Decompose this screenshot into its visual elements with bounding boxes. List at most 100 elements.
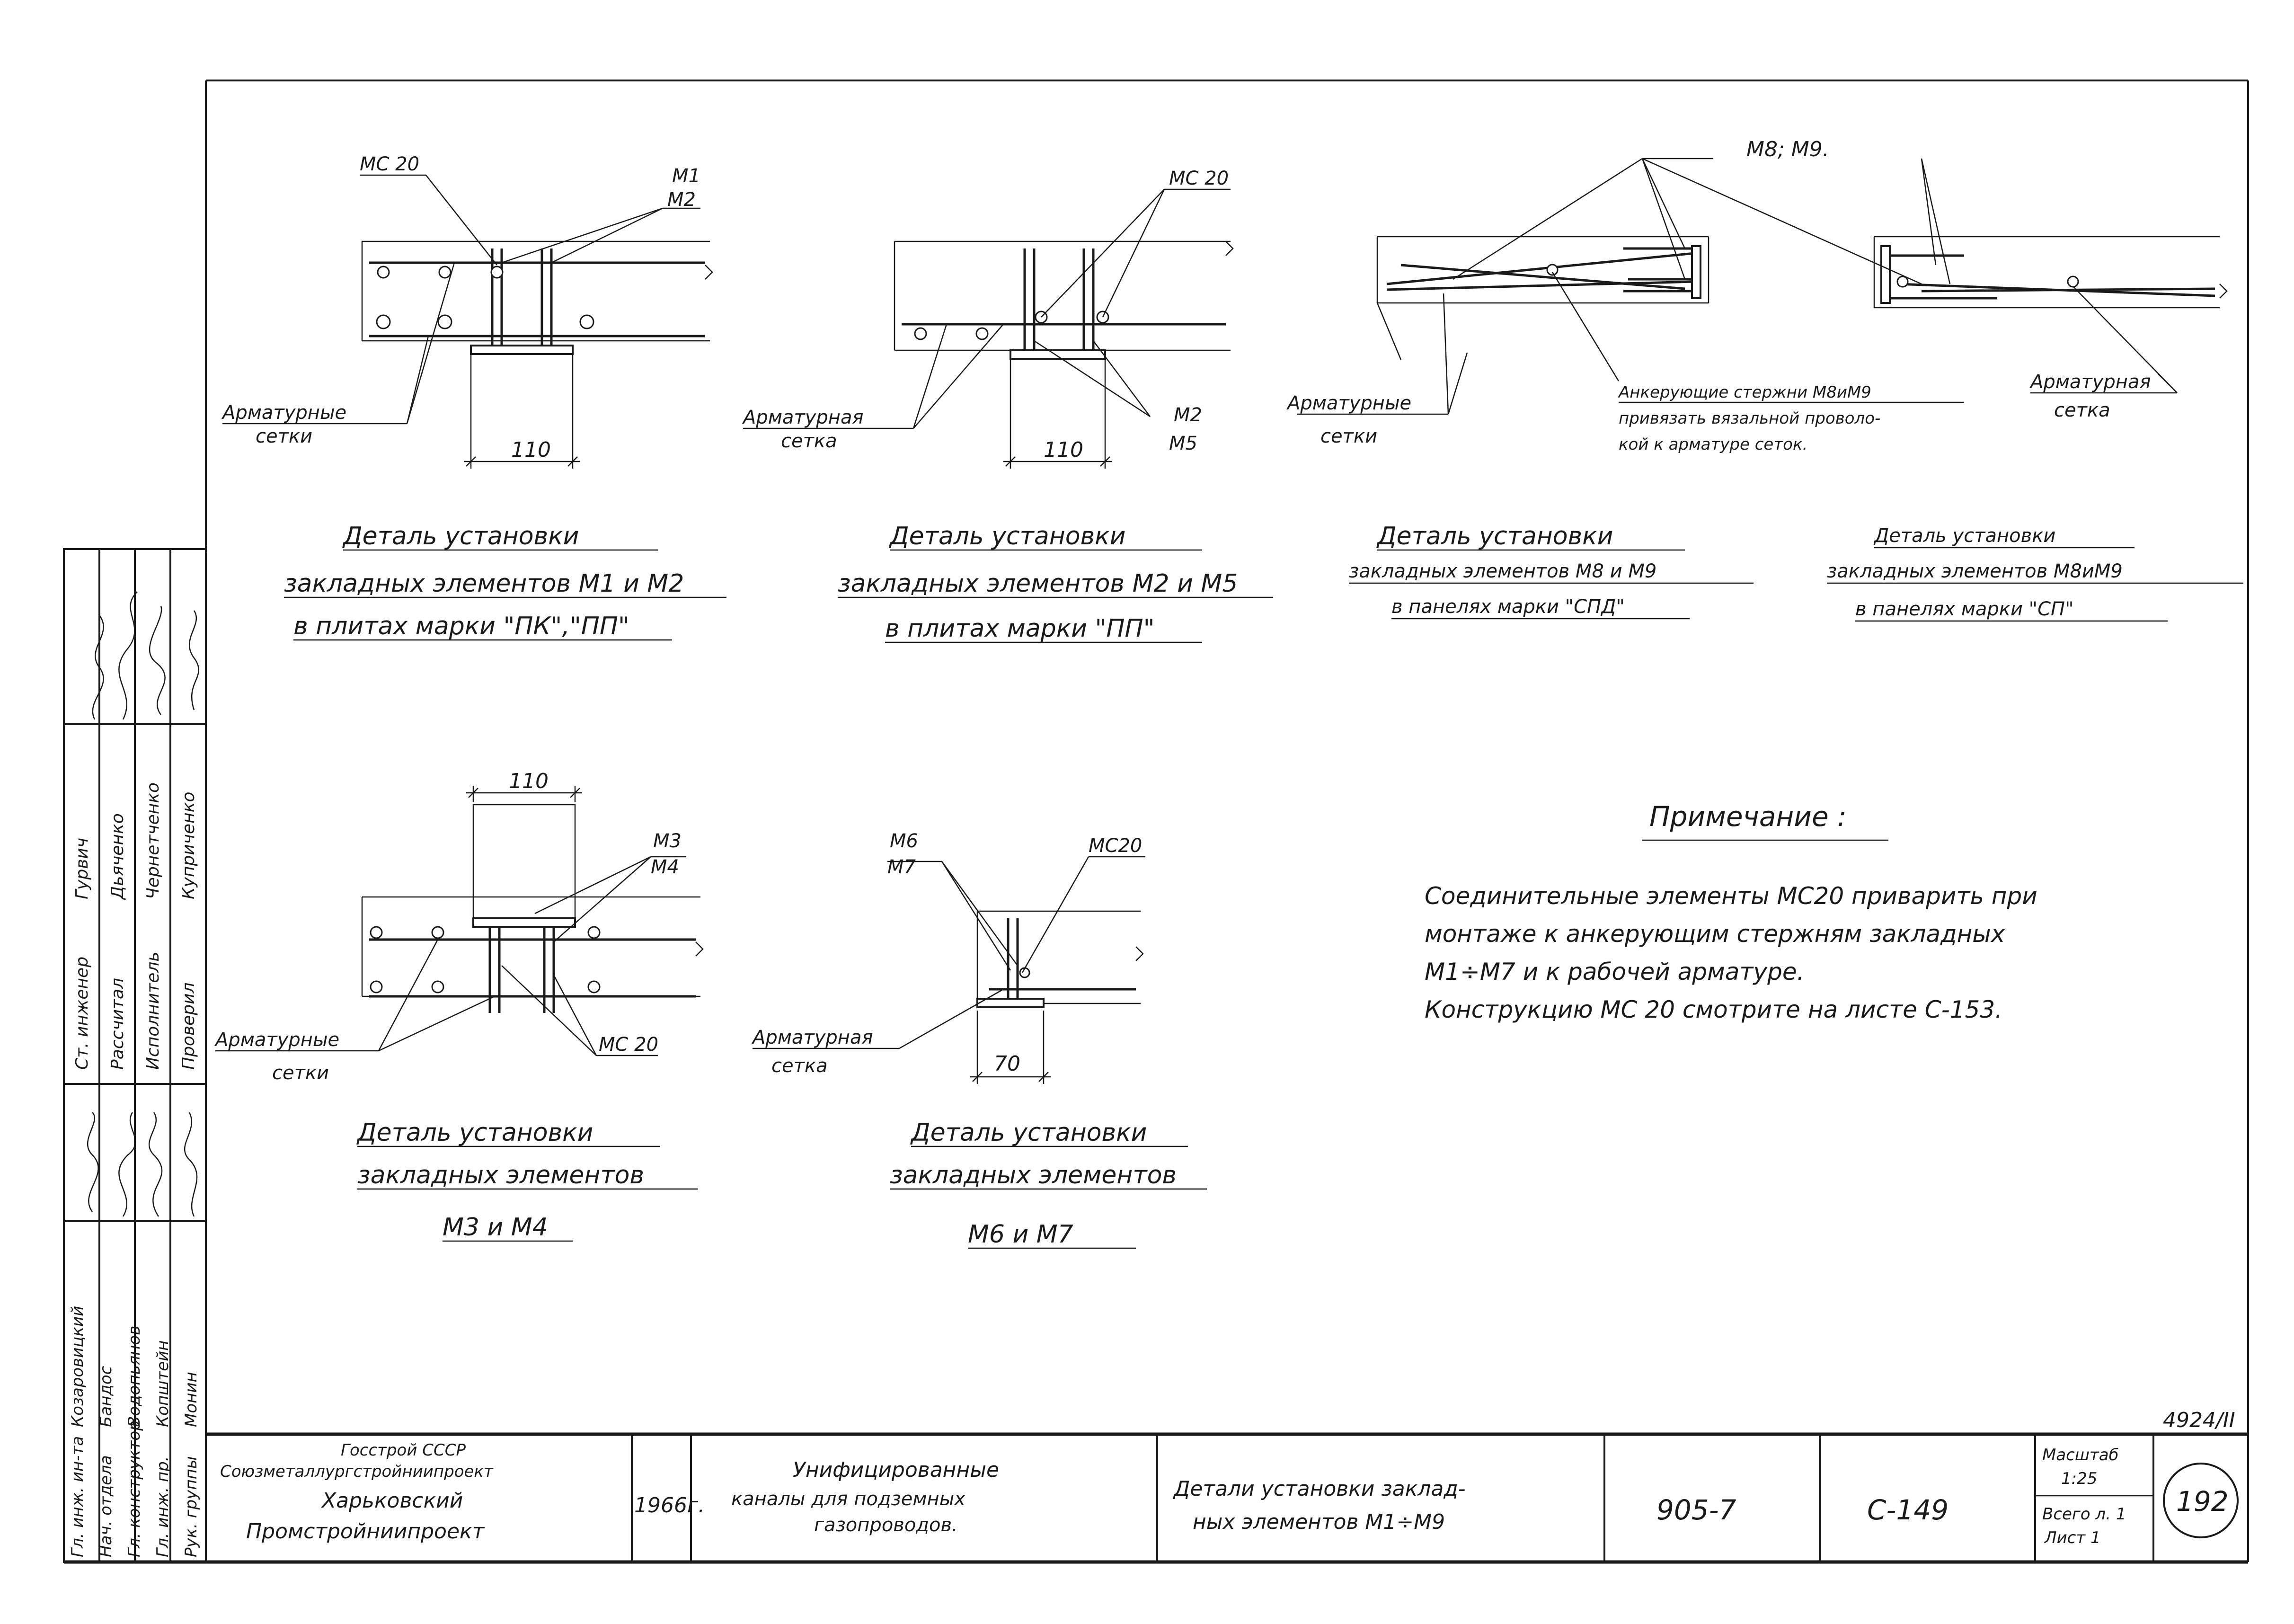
org-2: Союзметаллургстройниипроект <box>220 1462 494 1481</box>
name-4: Куприченко <box>179 792 198 899</box>
d6-caption-1: Деталь установки <box>910 1118 1147 1147</box>
name2-2: Бандос <box>97 1366 115 1427</box>
name-2: Дьяченко <box>108 813 127 900</box>
d2-label-m-top: М2 <box>1174 404 1202 426</box>
d1-caption-3: в плитах марки "ПК","ПП" <box>293 612 629 640</box>
d4-rebar-2: сетка <box>2054 399 2110 421</box>
sheet-label: Лист 1 <box>2044 1528 2101 1547</box>
role2-1: Гл. инж. ин-та <box>68 1436 87 1557</box>
d5-caption-2: закладных элементов <box>357 1161 644 1189</box>
org-3: Харьковский <box>321 1489 463 1513</box>
org-4: Промстройниипроект <box>246 1519 485 1544</box>
d3-rebar-2: сетки <box>1320 426 1377 447</box>
title-block: Госстрой СССР Союзметаллургстройниипроек… <box>206 1408 2248 1562</box>
d5-dim: 110 <box>509 769 549 793</box>
d5-label-m-bot: М4 <box>651 856 679 878</box>
d2-caption-2: закладных элементов М2 и М5 <box>838 569 1238 598</box>
note-title: Примечание : <box>1649 800 1847 833</box>
d5-caption-1: Деталь установки <box>356 1118 593 1147</box>
d1-caption-1: Деталь установки <box>342 522 579 550</box>
org-1: Госстрой СССР <box>341 1441 466 1460</box>
total-label: Всего л. 1 <box>2042 1505 2126 1524</box>
role2-5: Рук. группы <box>182 1456 201 1557</box>
signature-table: Ст. инженер Рассчитал Исполнитель Провер… <box>63 548 207 1563</box>
d3-anchor-2: привязать вязальной проволо- <box>1619 409 1880 428</box>
d1-caption-2: закладных элементов М1 и М2 <box>284 569 684 598</box>
d6-rebar-2: сетка <box>771 1055 828 1077</box>
role-1: Ст. инженер <box>72 957 92 1070</box>
d2-caption-1: Деталь установки <box>889 522 1125 550</box>
d4-rebar-1: Арматурная <box>2029 371 2151 393</box>
d3-caption-3: в панелях марки "СПД" <box>1391 596 1625 618</box>
d6-label-m-top: М6 <box>890 830 918 852</box>
d2-caption-3: в плитах марки "ПП" <box>885 614 1155 643</box>
detail-m3-m4: 110 М3 М4 Арматурные сетки МС 20 Деталь … <box>214 769 704 1242</box>
d1-label-m-top: М1 <box>672 165 700 187</box>
d2-label-m-bot: М5 <box>1169 433 1197 454</box>
d5-caption-3: М3 и М4 <box>443 1213 548 1242</box>
d3-rebar-1: Арматурные <box>1286 392 1411 414</box>
sheet-frame <box>64 80 2249 1564</box>
d4-caption-1: Деталь установки <box>1873 525 2055 547</box>
d5-label-m-top: М3 <box>653 830 682 852</box>
d1-rebar-2: сетки <box>256 426 312 447</box>
sheet-code: С-149 <box>1867 1494 1949 1526</box>
archive-number: 4924/II <box>2163 1408 2235 1432</box>
note-line-3: М1÷М7 и к рабочей арматуре. <box>1425 958 1805 985</box>
d6-caption-3: М6 и М7 <box>968 1220 1073 1249</box>
note-line-1: Соединительные элементы МС20 приварить п… <box>1425 882 2037 910</box>
d3-label-m: М8; М9. <box>1746 137 1829 161</box>
note: Примечание : Соединительные элементы МС2… <box>1425 800 2037 1023</box>
d2-dim: 110 <box>1044 438 1083 462</box>
d4-caption-3: в панелях марки "СП" <box>1855 598 2073 620</box>
sheet-title-1: Детали установки заклад- <box>1173 1477 1466 1501</box>
d5-rebar-2: сетки <box>272 1062 329 1084</box>
detail-m8-m9-sp: Арматурная сетка Деталь установки заклад… <box>1642 158 2243 622</box>
role2-2: Нач. отдела <box>97 1455 115 1557</box>
d5-label-mc: МС 20 <box>599 1034 658 1056</box>
d6-dim: 70 <box>994 1052 1020 1076</box>
name2-1: Козаровицкий <box>68 1306 87 1427</box>
name-3: Чернетченко <box>143 782 163 899</box>
d6-caption-2: закладных элементов <box>890 1161 1177 1189</box>
scale-value: 1:25 <box>2061 1469 2097 1488</box>
name-column: Гурвич Дьяченко Чернетченко Куприченко <box>72 782 198 900</box>
d2-rebar-1: Арматурная <box>742 407 864 428</box>
scale-label: Масштаб <box>2042 1446 2119 1464</box>
d4-caption-2: закладных элементов М8иМ9 <box>1827 560 2123 582</box>
name2-3: Водопьянов <box>125 1326 144 1427</box>
name2-5: Монин <box>182 1372 201 1427</box>
d5-rebar-1: Арматурные <box>214 1029 339 1051</box>
role2-3: Гл. конструктор <box>125 1420 144 1557</box>
year: 1966г. <box>634 1493 705 1518</box>
project-2: каналы для подземных <box>731 1488 965 1510</box>
name-column-2: Козаровицкий Бандос Водопьянов Копштейн … <box>68 1306 201 1427</box>
d3-caption-2: закладных элементов М8 и М9 <box>1349 560 1656 582</box>
d6-label-mc: МС20 <box>1089 835 1142 857</box>
d3-anchor-1: Анкерующие стержни М8иМ9 <box>1618 383 1871 402</box>
role2-4: Гл. инж. пр. <box>153 1456 172 1557</box>
detail-m6-m7: 70 М6 М7 МС20 Арматурная сетка Деталь ус… <box>751 830 1207 1249</box>
role-4: Проверил <box>179 982 198 1070</box>
d6-label-m-bot: М7 <box>887 856 916 878</box>
d3-caption-1: Деталь установки <box>1376 522 1613 550</box>
role-column: Ст. инженер Рассчитал Исполнитель Провер… <box>72 951 198 1070</box>
detail-m2-m5: 110 МС 20 М2 М5 Арматурная сетка Деталь … <box>742 168 1273 643</box>
note-line-2: монтаже к анкерующим стержням закладных <box>1425 920 2005 948</box>
d2-label-mc: МС 20 <box>1169 168 1229 189</box>
sheet-title-2: ных элементов М1÷М9 <box>1193 1510 1445 1534</box>
d3-anchor-3: кой к арматуре сеток. <box>1619 435 1807 454</box>
detail-m1-m2: 110 МС 20 М1 М2 Арматурные сетки Деталь … <box>221 153 726 641</box>
signatures <box>87 591 200 1217</box>
role-2: Рассчитал <box>108 978 127 1070</box>
series: 905-7 <box>1656 1494 1736 1526</box>
detail-m8-m9-spd: М8; М9. Арматурные сетки Анкерующие стер… <box>1286 137 1964 620</box>
d1-dim: 110 <box>511 438 551 462</box>
d1-rebar-1: Арматурные <box>221 402 346 424</box>
d1-label-mc: МС 20 <box>360 153 419 175</box>
d2-rebar-2: сетка <box>781 430 837 452</box>
name-1: Гурвич <box>72 838 92 899</box>
project-1: Унифицированные <box>793 1458 999 1482</box>
project-3: газопроводов. <box>814 1514 958 1536</box>
